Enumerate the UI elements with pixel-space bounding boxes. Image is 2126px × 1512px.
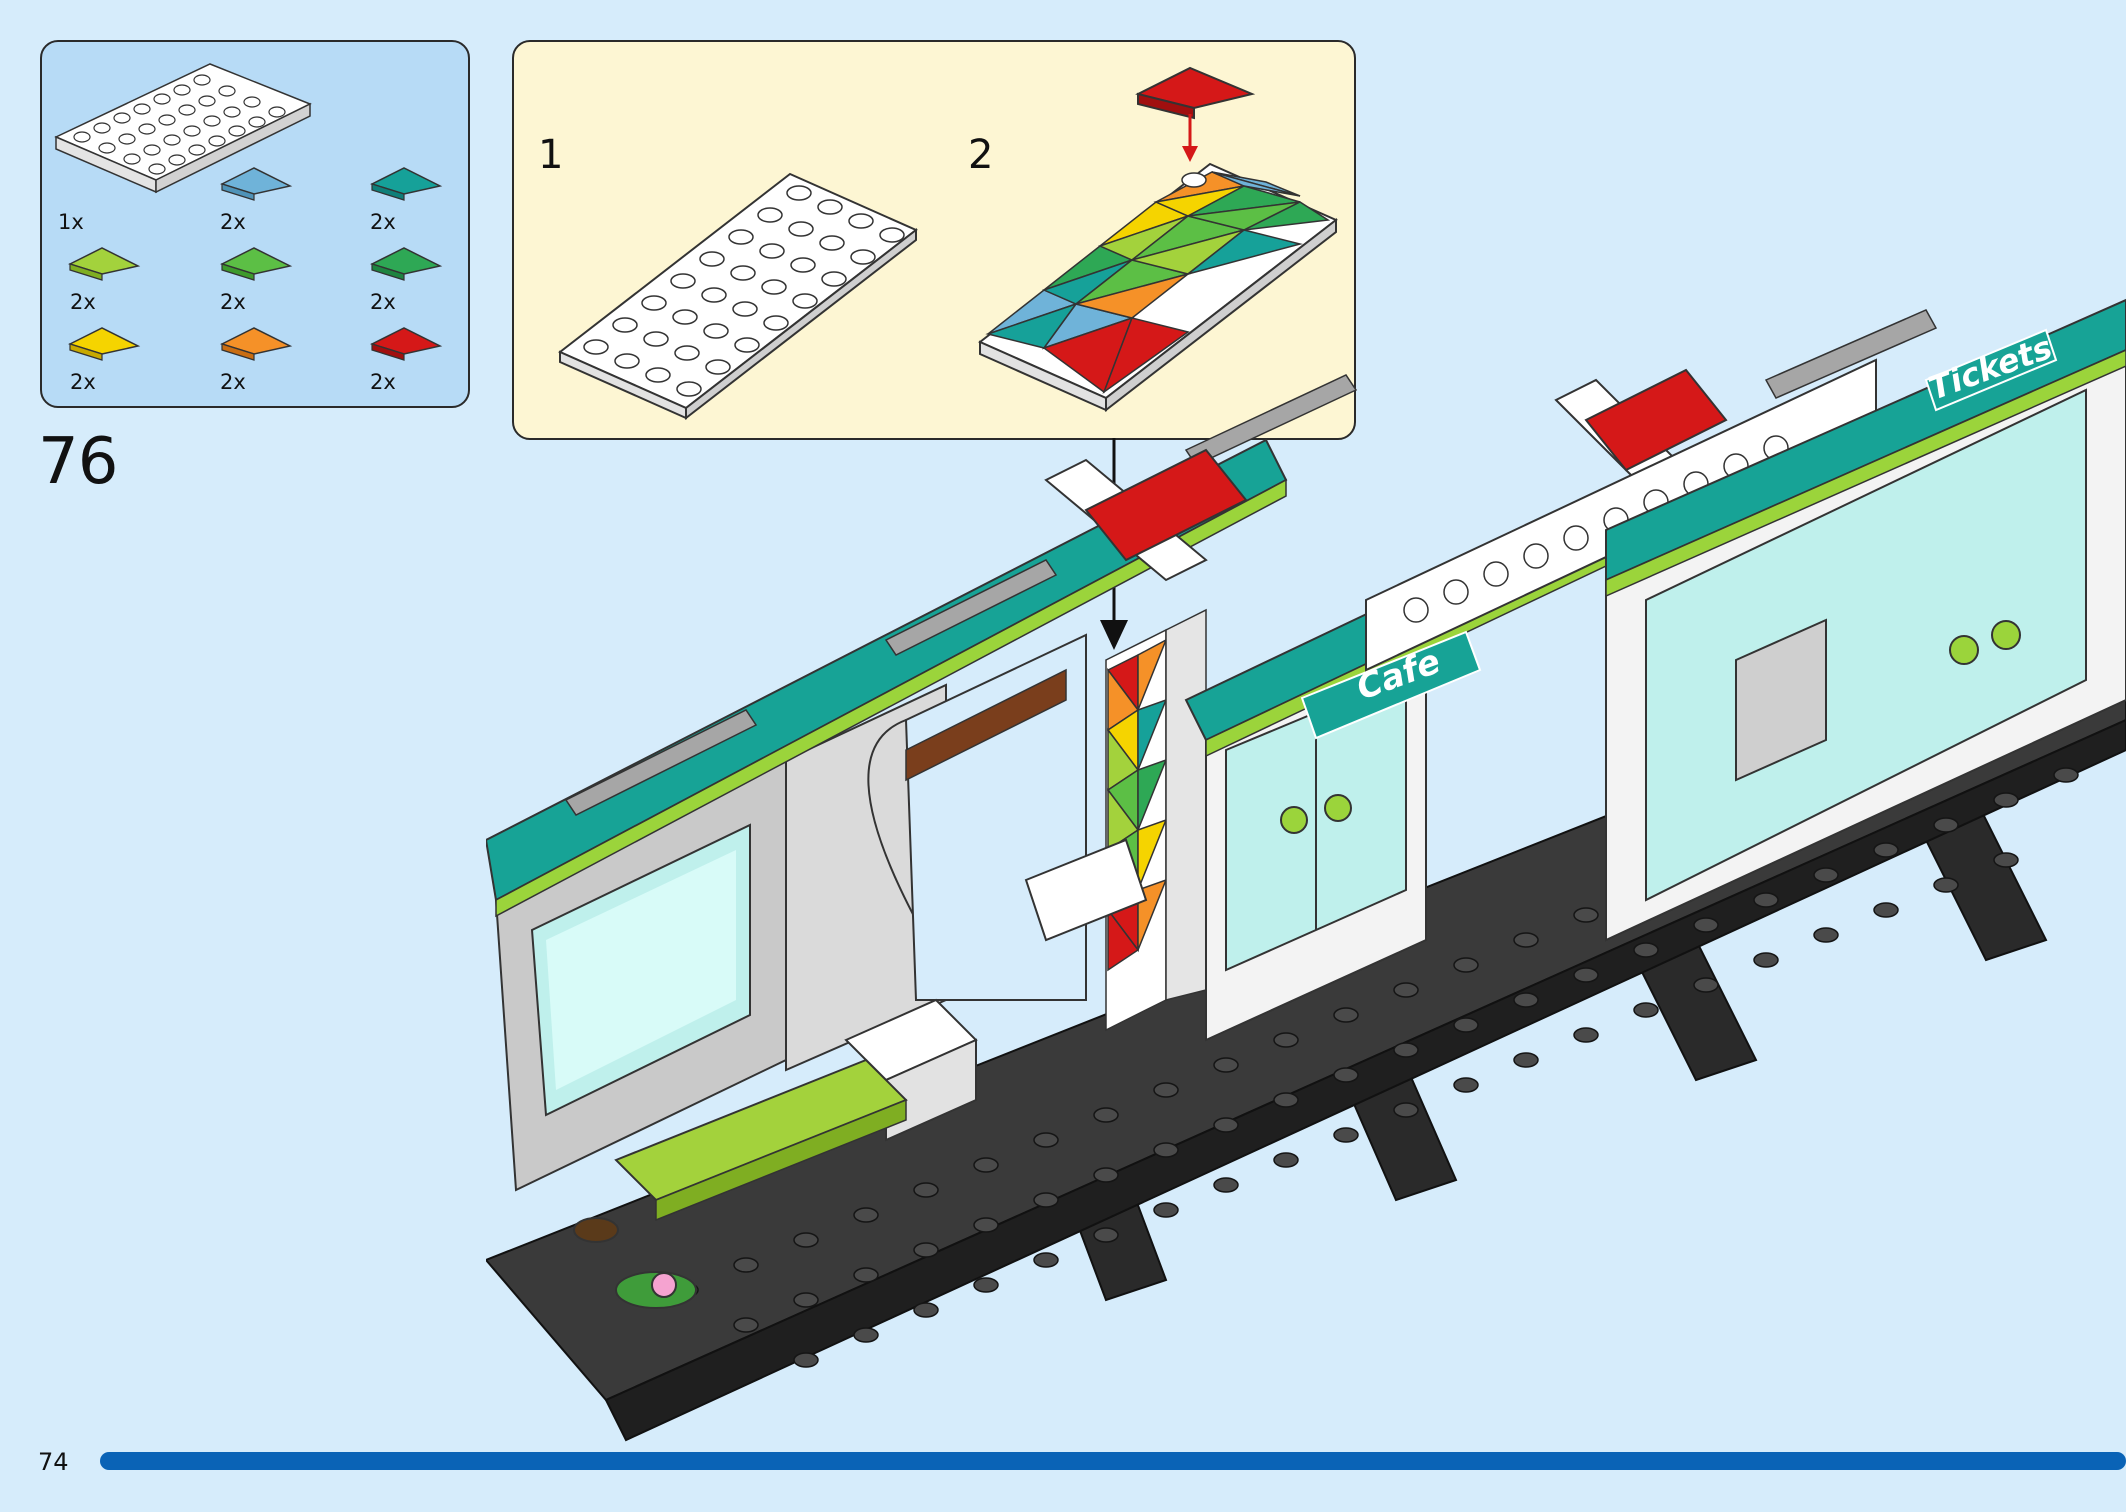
parts-list-panel: 1x 2x 2x 2x 2x 2x 2x 2x 2x xyxy=(40,40,470,408)
tiled-mosaic-substep-2-icon xyxy=(978,162,1338,413)
light-blue-triangle-tile-icon xyxy=(220,167,293,201)
tickets-section: Tickets xyxy=(1605,298,2126,942)
placement-arrow-icon xyxy=(1182,114,1198,162)
mosaic-column xyxy=(1105,608,1207,1032)
part-qty: 2x xyxy=(70,290,96,314)
lime-triangle-tile-icon xyxy=(68,247,141,281)
part-qty: 2x xyxy=(70,370,96,394)
sub-step-label: 2 xyxy=(968,132,994,178)
dark-green-triangle-tile-icon xyxy=(370,247,443,281)
part-qty: 2x xyxy=(220,290,246,314)
orange-triangle-tile-icon xyxy=(220,327,293,361)
sub-assembly-panel: 1 2 xyxy=(512,40,1356,440)
part-qty: 2x xyxy=(370,370,396,394)
part-qty: 2x xyxy=(370,290,396,314)
part-qty: 2x xyxy=(220,370,246,394)
red-triangle-tile-icon xyxy=(1135,66,1256,120)
part-qty: 1x xyxy=(58,210,84,234)
platform-details xyxy=(573,998,978,1309)
red-triangle-tile-icon xyxy=(370,327,443,361)
page-number: 74 xyxy=(38,1448,69,1476)
white-4x8-plate-icon xyxy=(54,63,312,194)
part-qty: 2x xyxy=(370,210,396,234)
train-station-model: Cafe Tickets xyxy=(486,298,2126,1442)
yellow-triangle-tile-icon xyxy=(68,327,141,361)
middle-arch xyxy=(1044,358,1877,672)
sub-assembly-art xyxy=(558,66,1338,421)
teal-beam-left xyxy=(486,374,1358,918)
teal-triangle-tile-icon xyxy=(370,167,443,201)
green-triangle-tile-icon xyxy=(220,247,293,281)
sub-step-label: 1 xyxy=(538,132,564,178)
white-plate-substep-1-icon xyxy=(558,172,918,421)
step-number: 76 xyxy=(38,425,118,499)
parts-list-art xyxy=(54,63,443,361)
progress-bar xyxy=(100,1452,2126,1470)
part-qty: 2x xyxy=(220,210,246,234)
